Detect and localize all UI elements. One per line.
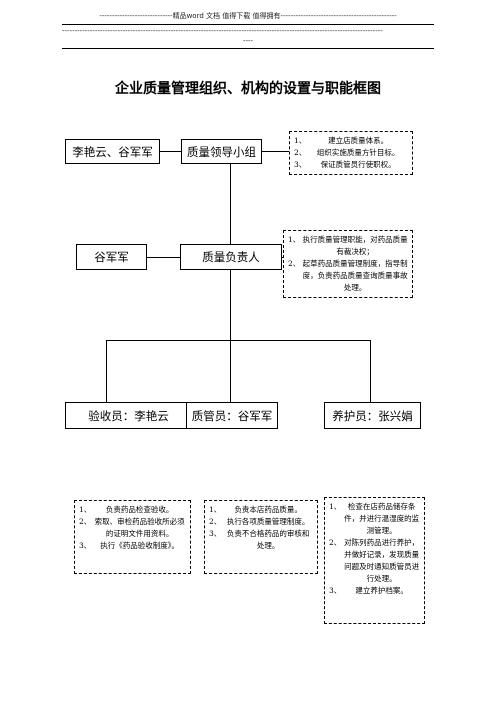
connector-trunk-upper [230,164,231,244]
connector-branch-left [106,340,107,402]
duty-item: 2、对陈列药品进行养护，并做好记录，发现质量问题及时通知质管员进行处理。 [329,538,420,583]
quality-manager-name-box: 谷军军 [76,244,147,270]
duty-item: 1、执行质量管理职能，对药品质量有裁决权； [288,235,408,256]
header-rule-bottom [62,48,434,49]
header-rule-top [62,24,434,25]
header-line-2: ----------------------------------------… [62,27,383,35]
duty-item: 1、负责本店药品质量。 [209,505,302,514]
connector-row1-right [262,151,289,152]
quality-controller-role-box: 质管员：谷军军 [186,402,278,429]
maintainer-duties-box: 1、检查在店药品储存条件，并进行温湿度的监测管理。 2、对陈列药品进行养护，并做… [324,497,425,624]
header-line-1: -----------------------------精品word 文档 值… [99,12,397,20]
duty-item: 2、索取、审检药品验收所必须的证明文件用资料。 [79,517,185,538]
quality-manager-box: 质量负责人 [180,244,282,270]
connector-branch-horizontal [106,340,371,341]
connector-row2-left [147,257,180,258]
connector-branch-center [230,340,231,402]
duty-item: 3、建立养护档案。 [329,586,408,595]
duty-item: 2、组织实施质量方针目标。 [294,148,400,157]
leadership-duties-box: 1、建立店质量体系。 2、组织实施质量方针目标。 3、保证质管员行使职权。 [289,131,413,175]
header-line-3: ---- [242,37,254,45]
duty-item: 1、建立店质量体系。 [294,136,389,145]
connector-trunk-lower [230,270,231,340]
page-title: 企业质量管理组织、机构的设置与职能框图 [115,81,381,97]
quality-leadership-group-box: 质量领导小组 [181,139,262,164]
leader-members-box: 李艳云、谷军军 [65,139,160,164]
receiver-duties-box: 1、负责药品检查验收。 2、索取、审检药品验收所必须的证明文件用资料。 3、执行… [74,500,191,574]
receiver-role-box: 验收员：李艳云 [65,402,192,429]
duty-item: 3、保证质管员行使职权。 [294,160,396,169]
maintainer-role-box: 养护员：张兴娟 [324,402,421,429]
duty-item: 1、负责药品检查验收。 [79,505,174,514]
quality-controller-duties-box: 1、负责本店药品质量。 2、执行各项质量管理制度。 3、负责不合格药品的审核和处… [204,500,318,574]
connector-row1-left [160,151,181,152]
quality-manager-duties-box: 1、执行质量管理职能，对药品质量有裁决权； 2、起草药品质量管理制度，指导制度，… [283,230,413,298]
duty-item: 2、执行各项质量管理制度。 [209,517,310,526]
duty-item: 3、执行《药品验收制度》。 [79,541,180,550]
duty-item: 3、负责不合格药品的审核和处理。 [209,529,310,550]
duty-item: 1、检查在店药品储存条件，并进行温湿度的监测管理。 [329,502,420,535]
connector-branch-right [370,340,371,402]
duty-item: 2、起草药品质量管理制度，指导制度，负责药品质量查询质量事故处理。 [288,259,408,292]
